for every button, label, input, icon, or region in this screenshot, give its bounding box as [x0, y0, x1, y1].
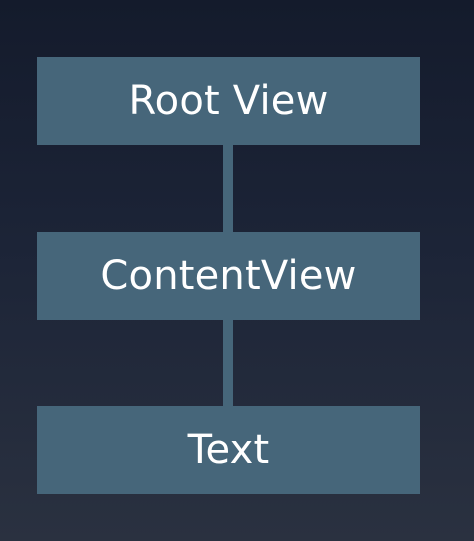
connector-root-to-contentview [223, 145, 233, 232]
node-content-view: ContentView [37, 232, 420, 320]
node-label: ContentView [100, 253, 357, 299]
node-text: Text [37, 406, 420, 494]
node-root-view: Root View [37, 57, 420, 145]
node-label: Root View [128, 78, 329, 124]
node-label: Text [187, 427, 270, 473]
connector-contentview-to-text [223, 320, 233, 406]
